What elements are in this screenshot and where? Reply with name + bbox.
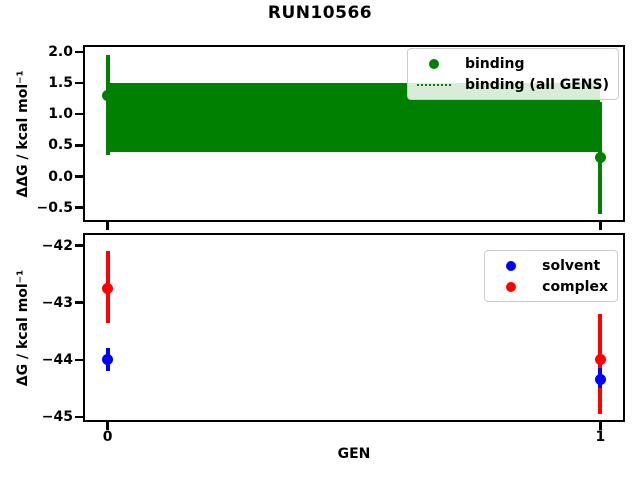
solvent-marker-icon — [506, 260, 517, 271]
x-tick — [599, 422, 602, 430]
errorbar-binding-x0 — [105, 54, 110, 155]
y-tick-label: −45 — [41, 408, 73, 425]
x-axis-label: GEN — [337, 446, 371, 462]
bottom-plot-area — [83, 233, 625, 422]
bottom-y-axis-label: ΔG / kcal mol⁻¹ — [15, 269, 31, 386]
x-tick-label: 0 — [102, 429, 113, 445]
legend-item-binding: binding — [417, 53, 609, 74]
legend-handle — [494, 260, 528, 271]
y-tick-label: 1.0 — [48, 106, 73, 123]
top-y-axis-label: ΔΔG / kcal mol⁻¹ — [15, 69, 31, 198]
bottom-legend: solvent complex — [484, 250, 618, 302]
x-tick — [599, 222, 602, 230]
legend-label-binding: binding — [464, 55, 525, 72]
x-tick-label: 1 — [595, 429, 606, 445]
data-point-solvent-x0 — [102, 354, 114, 366]
legend-item-binding-all-gens: binding (all GENS) — [416, 74, 609, 95]
bottom-subplot: ΔG / kcal mol⁻¹ solvent complex −42 −43 −4… — [15, 233, 625, 445]
y-tick-label: 0.0 — [48, 168, 73, 185]
binding-all-gens-line-icon — [416, 83, 451, 86]
top-legend: binding binding (all GENS) — [406, 48, 619, 100]
top-subplot: ΔΔG / kcal mol⁻¹ binding binding (all GE… — [15, 44, 625, 230]
legend-item-complex: complex — [494, 276, 608, 297]
figure-title: RUN10566 — [267, 3, 373, 23]
legend-label-complex: complex — [542, 278, 608, 295]
legend-label-binding-all-gens: binding (all GENS) — [464, 76, 609, 93]
y-tick — [75, 175, 83, 178]
y-tick — [75, 112, 83, 116]
data-point-complex-x1 — [594, 354, 606, 366]
y-tick — [75, 206, 83, 209]
x-tick — [106, 422, 109, 430]
binding-marker-icon — [428, 58, 439, 69]
data-point-complex-x0 — [102, 282, 114, 294]
y-tick-label: −43 — [41, 294, 73, 311]
complex-marker-icon — [506, 281, 517, 292]
legend-handle — [417, 58, 451, 69]
legend-item-solvent: solvent — [494, 255, 608, 276]
y-tick — [75, 50, 83, 54]
y-tick-label: −42 — [41, 237, 73, 254]
y-tick-label: −44 — [41, 351, 73, 368]
data-point-binding-x0 — [102, 89, 114, 101]
data-point-binding-x1 — [594, 152, 606, 164]
y-tick-label: 0.5 — [48, 137, 73, 154]
legend-handle — [416, 83, 451, 86]
legend-label-solvent: solvent — [542, 257, 601, 274]
x-tick — [106, 222, 109, 230]
y-tick — [75, 358, 83, 361]
y-tick-label: 2.0 — [48, 43, 73, 60]
data-point-solvent-x1 — [594, 374, 606, 386]
legend-handle — [494, 281, 528, 292]
y-tick-label: 1.5 — [48, 75, 73, 92]
y-tick — [75, 415, 83, 419]
y-tick — [75, 81, 83, 85]
y-tick — [75, 244, 83, 247]
y-tick-label: −0.5 — [36, 199, 73, 216]
y-tick — [75, 301, 83, 304]
y-tick — [75, 144, 83, 147]
